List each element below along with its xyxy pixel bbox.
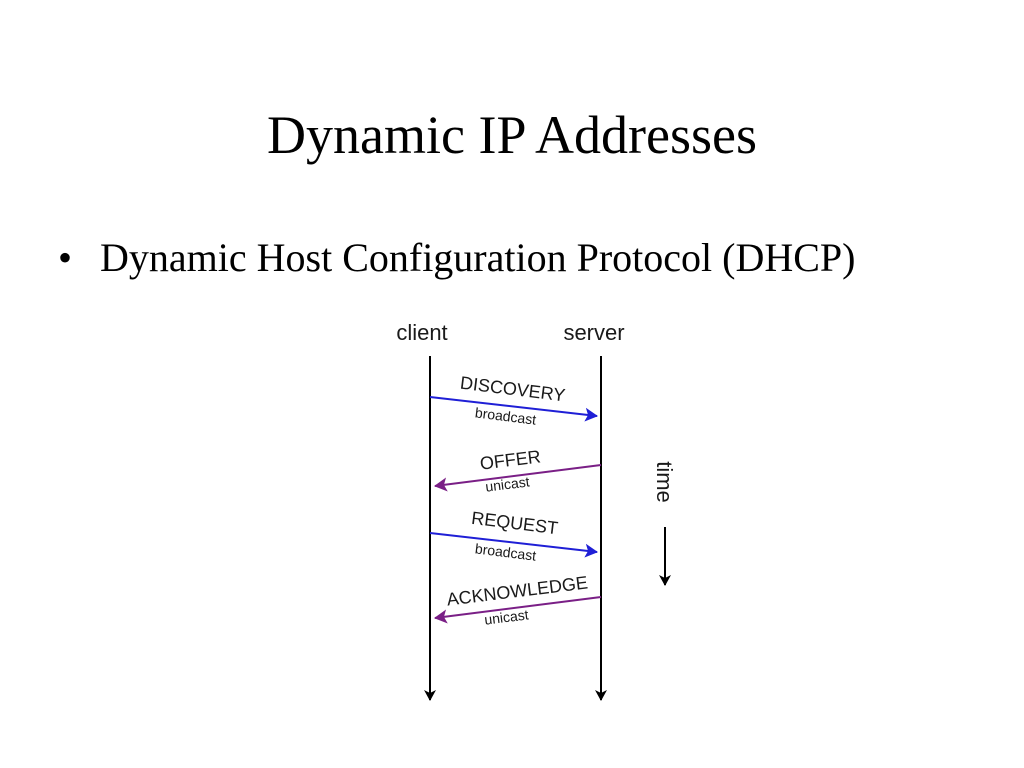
server-label: server	[563, 320, 624, 345]
arrow-right-icon	[429, 532, 598, 558]
arrow-right-icon	[429, 396, 598, 422]
message-name: REQUEST	[470, 508, 559, 538]
slide-title: Dynamic IP Addresses	[267, 105, 757, 165]
message-mode: broadcast	[474, 540, 537, 563]
message-offer: OFFER unicast	[434, 446, 602, 495]
time-label: time	[652, 461, 677, 503]
message-name: DISCOVERY	[459, 373, 566, 406]
bullet-item: • Dynamic Host Configuration Protocol (DH…	[58, 230, 856, 286]
client-label: client	[396, 320, 447, 345]
message-name: ACKNOWLEDGE	[446, 572, 589, 609]
message-acknowledge: ACKNOWLEDGE unicast	[434, 572, 602, 628]
message-mode: broadcast	[474, 404, 537, 427]
bullet-marker: •	[58, 235, 73, 280]
arrow-left-icon	[434, 464, 602, 492]
message-name: OFFER	[479, 446, 542, 473]
message-mode: unicast	[484, 473, 530, 494]
message-discovery: DISCOVERY broadcast	[429, 373, 598, 428]
message-mode: unicast	[483, 606, 529, 627]
message-request: REQUEST broadcast	[429, 508, 598, 564]
arrow-left-icon	[434, 596, 602, 624]
bullet-text: Dynamic Host Configuration Protocol (DHC…	[100, 235, 856, 280]
